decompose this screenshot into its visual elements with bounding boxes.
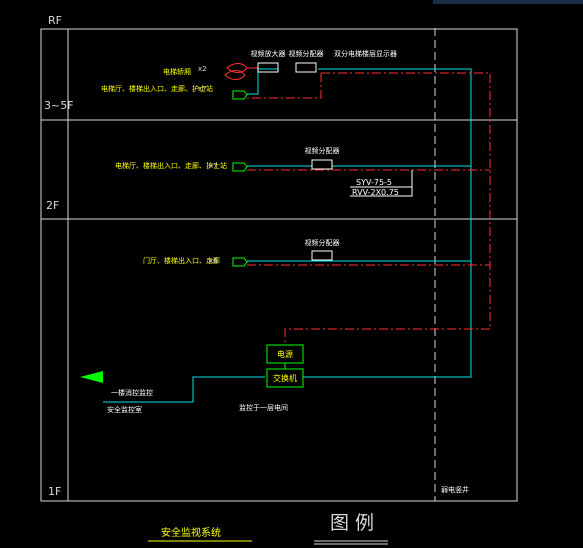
second-camera-qty: x7 [209, 162, 218, 170]
floor-display-label: 双分电梯楼层显示器 [334, 49, 397, 58]
signal-3-5f-branch [247, 68, 278, 95]
switcher-location-note: 监控于一层电间 [239, 403, 288, 412]
power-3-5f-branch [247, 73, 322, 99]
video-splitter-1f-box [311, 250, 333, 261]
video-amplifier-box [257, 62, 279, 73]
cable-spec-1: SYV-75-5 [356, 178, 392, 187]
switcher-box-label: 交换机 [273, 373, 297, 383]
legend-title: 图 例 [330, 512, 374, 534]
video-splitter-label: 视频分配器 [289, 49, 324, 58]
floor-label-rf: RF [48, 14, 62, 27]
top-right-bar [433, 0, 583, 4]
building-frame [40, 28, 518, 502]
camera-icon-1f [232, 257, 248, 267]
video-splitter-1f-label: 视频分配器 [305, 238, 340, 247]
weak-shaft-label: 弱电竖井 [441, 485, 469, 494]
camera-icon-2f [232, 162, 248, 172]
cable-spec-2: RVV-2X0.75 [352, 188, 399, 197]
first-camera-qty: x6 [209, 257, 218, 265]
camera-icon-3-5f [232, 90, 248, 100]
monitor-room-note-1: 一楼消控监控 [111, 388, 153, 397]
upper-camera-label: 电梯厅、楼梯出入口、走廊、护士站 [101, 84, 213, 93]
elevator-camera-label: 电梯轿厢 [163, 67, 191, 76]
video-splitter-2f-box [311, 159, 333, 170]
power-trunk [284, 72, 491, 345]
video-splitter-2f-label: 视频分配器 [305, 146, 340, 155]
elevator-camera-qty: x2 [198, 65, 207, 73]
monitor-room-arrow-icon [80, 371, 103, 383]
system-title: 安全监视系统 [161, 526, 221, 539]
video-amplifier-label: 视频放大器 [251, 49, 286, 58]
upper-camera-qty: x7 [198, 85, 207, 93]
floor-label-2f: 2F [46, 199, 59, 212]
floor-label-1f: 1F [48, 485, 61, 498]
video-splitter-box [295, 62, 317, 73]
floor-label-3-5f: 3~5F [44, 99, 74, 112]
monitor-room-note-2: 安全监控室 [107, 405, 142, 414]
signal-to-monitor [103, 376, 265, 403]
signal-trunk [303, 68, 472, 378]
second-camera-label: 电梯厅、楼梯出入口、走廊、护士站 [115, 161, 227, 170]
cable-leader [350, 170, 413, 197]
first-camera-label: 门厅、楼梯出入口、走廊 [143, 256, 220, 265]
power-box-label: 电源 [277, 349, 293, 359]
